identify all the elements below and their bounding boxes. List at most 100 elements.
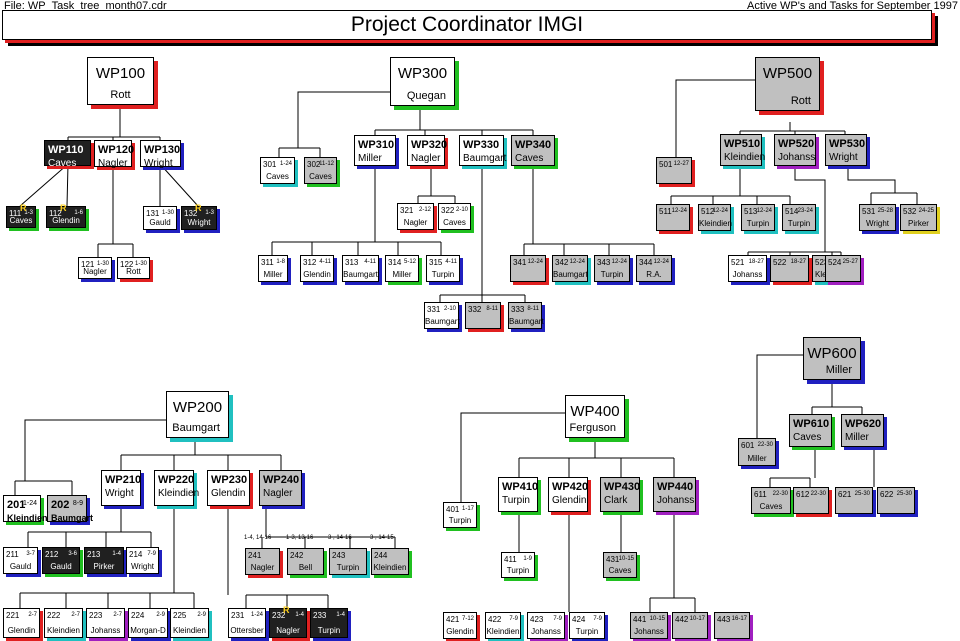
node-owner: Quegan (406, 90, 446, 102)
node-owner: Turpin (600, 270, 624, 279)
node-dates: 5-12 (403, 259, 416, 265)
node-dates: 4-11 (445, 259, 457, 265)
node-code: 222 (47, 611, 61, 620)
node-code: WP100 (95, 65, 146, 82)
node-dates: 1-4 (112, 551, 121, 557)
node-code: 443 (717, 615, 731, 624)
node-date-range: 3 , 14-15 (370, 535, 394, 541)
node-owner: Miller (358, 153, 382, 164)
node-dates: 2-12 (418, 207, 431, 213)
node-dates: 1-3 (24, 210, 33, 216)
node-owner: Nagler (263, 488, 293, 499)
node-code: 511 (659, 207, 672, 216)
node-code: 441 (633, 615, 647, 624)
node-dates: 22-30 (810, 491, 826, 497)
node-owner: Turpin (336, 563, 360, 572)
node-owner: Baumgart (51, 513, 94, 523)
node-owner: Glendin (211, 488, 246, 499)
node-dates: 12-24 (569, 259, 585, 265)
node-dates: 2-7 (71, 612, 80, 618)
node-code: WP310 (358, 139, 395, 151)
node-owner: Turpin (575, 627, 599, 636)
node-owner: Johanss (634, 627, 664, 636)
node-owner: Baumgart (425, 317, 460, 326)
node-code: WP200 (172, 399, 223, 416)
node-dates: 22-30 (772, 491, 788, 497)
node-owner: Gauld (50, 562, 72, 571)
node-code: WP120 (98, 144, 135, 156)
node-owner: Kleindien (486, 627, 520, 636)
node-dates: 1-8 (276, 259, 285, 265)
node-dates: 10-15 (649, 616, 665, 622)
review-mark: R (283, 605, 290, 615)
node-code: 501 (659, 160, 673, 169)
node-code: 341 (513, 258, 527, 267)
node-dates: 12-24 (712, 208, 728, 214)
node-dates: 1-30 (96, 261, 109, 267)
node-dates: 1-3 (205, 210, 214, 216)
node-owner: Kleindien (7, 513, 48, 523)
node-dates: 2-10 (443, 306, 456, 312)
node-dates: 1-9 (523, 556, 532, 562)
node-owner: Caves (266, 172, 289, 181)
node-code: WP440 (657, 481, 694, 493)
node-dates: 12-27 (673, 161, 689, 167)
node-code: WP510 (724, 138, 761, 150)
node-dates: 7-9 (553, 616, 562, 622)
node-owner: Pirker (93, 562, 115, 571)
node-code: 512 (701, 207, 715, 216)
node-dates: 8-9 (72, 500, 83, 507)
node-code: 612 (796, 490, 810, 499)
node-dates: 12-24 (756, 208, 772, 214)
node-code: 121 (81, 260, 95, 269)
node-owner: Caves (48, 158, 77, 169)
node-code: 601 (741, 441, 755, 450)
node-owner: Glendin (446, 627, 474, 636)
node-dates: 25-28 (877, 208, 893, 214)
node-code: WP430 (604, 481, 641, 493)
node-code: 331 (427, 305, 441, 314)
node-code: 322 (441, 206, 455, 215)
node-code: WP300 (397, 65, 448, 82)
node-owner: Kleindien (373, 563, 407, 572)
node-dates: 1-17 (461, 506, 474, 512)
node-owner: Ottersber (230, 626, 264, 635)
node-owner: Kleindien (158, 488, 200, 499)
node-code: 431 (606, 555, 620, 564)
node-code: 132 (184, 209, 198, 218)
node-owner: Nagler (250, 563, 275, 572)
